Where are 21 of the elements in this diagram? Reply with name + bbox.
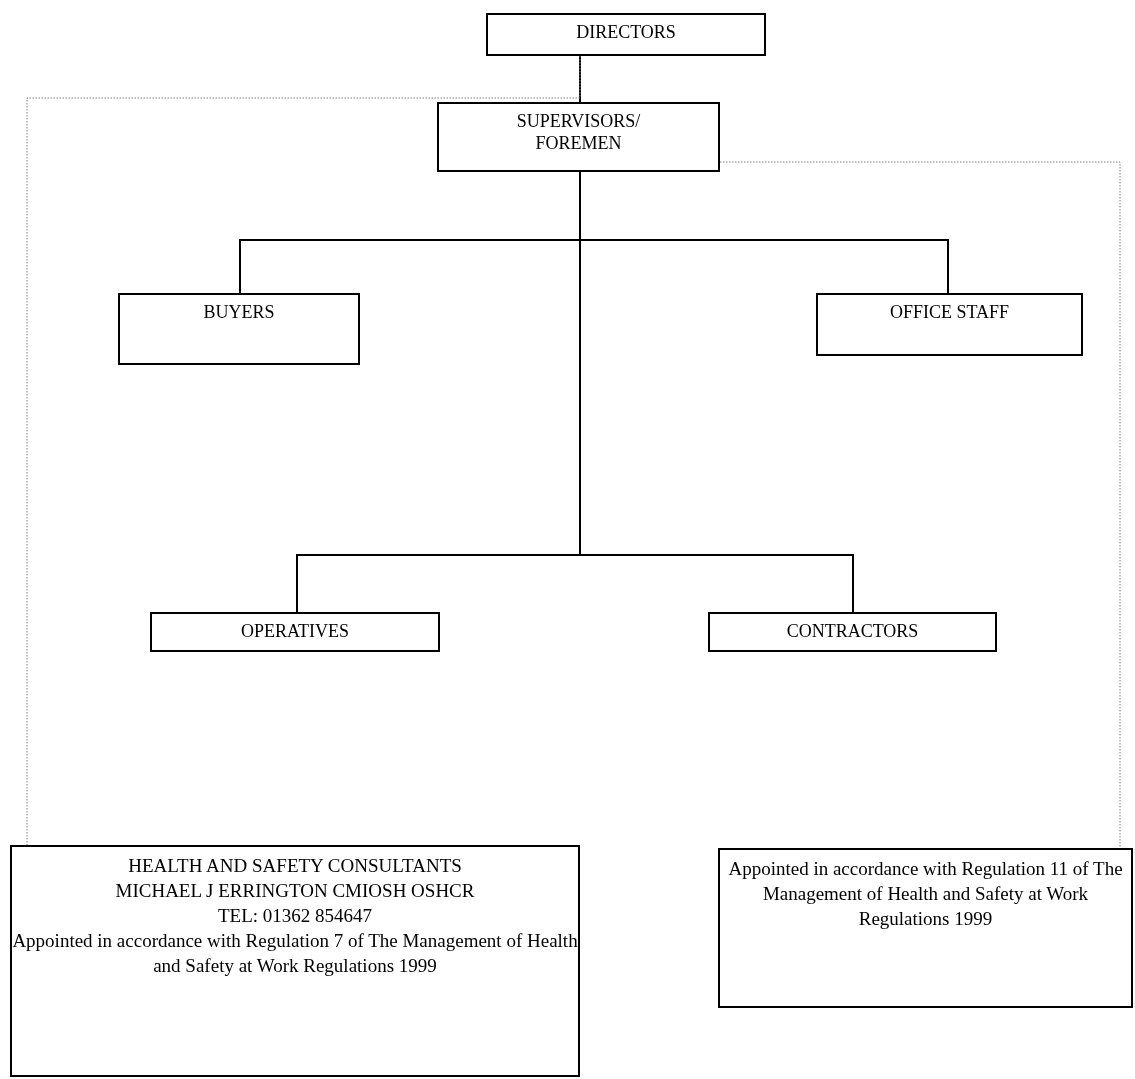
org-box xyxy=(718,848,1133,1008)
box-text: HEALTH AND SAFETY CONSULTANTS xyxy=(127,854,463,878)
connector-line xyxy=(579,55,581,103)
org-box xyxy=(816,293,1083,356)
dotted-connector xyxy=(26,55,581,846)
box-text: MICHAEL J ERRINGTON CMIOSH OSHCR xyxy=(114,879,476,903)
org-box xyxy=(437,102,720,172)
org-box xyxy=(150,612,440,652)
box-text: Appointed in accordance with Regulation 7 of The Management of Health and Safety at Work Regulations 1999 xyxy=(12,929,578,978)
box-text: OFFICE STAFF xyxy=(888,301,1011,323)
box-text: DIRECTORS xyxy=(575,21,677,43)
box-text: TEL: 01362 854647 xyxy=(216,904,374,928)
box-text: SUPERVISORS/ FOREMEN xyxy=(515,110,642,154)
box-text: BUYERS xyxy=(202,301,276,323)
box-text: Appointed in accordance with Regulation 11 of The Management of Health and Safety at Work Regulations 1999 xyxy=(727,857,1124,931)
org-box xyxy=(10,845,580,1077)
org-box xyxy=(708,612,997,652)
box-text: CONTRACTORS xyxy=(785,620,920,642)
org-box xyxy=(486,13,766,56)
org-box xyxy=(118,293,360,365)
box-text: OPERATIVES xyxy=(240,620,350,642)
